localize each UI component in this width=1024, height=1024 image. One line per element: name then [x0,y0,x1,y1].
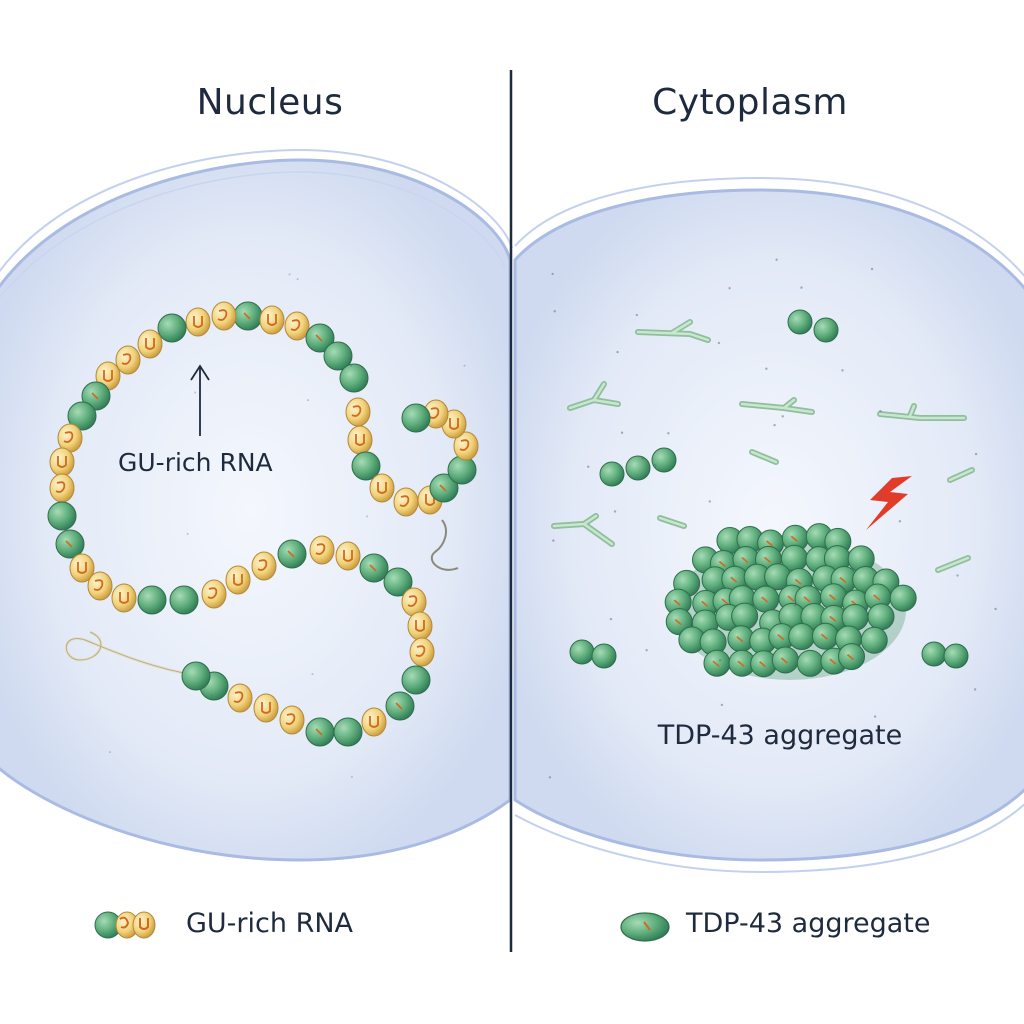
rna-bead [169,585,199,615]
rna-bead [185,307,211,337]
rna-bead [407,611,433,641]
rna-bead [277,539,307,569]
legend-tdp43-label: TDP-43 aggregate [686,908,931,939]
rna-bead [279,705,305,735]
rna-bead [49,447,75,477]
aggregate-bead [796,649,824,677]
rna-bead [81,381,111,411]
rna-bead [401,665,431,695]
rna-bead [253,693,279,723]
protein-bead [921,641,947,667]
cytoplasm-cell-lower-edge [514,803,1024,874]
rna-bead [115,345,141,375]
rna-strand [47,301,479,747]
rna-bead [323,341,353,371]
protein-bead [599,461,625,487]
rna-bead [401,403,431,433]
rna-bead [201,579,227,609]
protein-bead [813,317,839,343]
rna-bead [361,707,387,737]
rna-bead [87,571,113,601]
rna-bead [137,585,167,615]
gu-rna-bead-icon [94,911,156,939]
aggregate-bead [811,622,839,650]
protein-bead [651,447,677,473]
rna-bead [305,717,335,747]
rna-bead [409,637,435,667]
rna-bead [345,397,371,427]
rna-bead [333,717,363,747]
rna-bead [137,329,163,359]
background-speckles [109,258,997,779]
aggregate-bead [838,643,866,671]
rna-bead [47,501,77,531]
rna-bead [429,473,459,503]
rna-bead [347,425,373,455]
rna-bead [339,363,369,393]
legend-gu-rna-label: GU-rich RNA [186,908,353,939]
aggregate-bead [731,602,759,630]
rna-bead [369,473,395,503]
cytoplasm-title: Cytoplasm [652,82,848,123]
gu-rna-pointer-arrow [190,364,210,436]
protein-bead [569,639,595,665]
rna-bead [351,451,381,481]
rna-bead [181,661,211,691]
rna-bead [359,553,389,583]
rna-bead [227,683,253,713]
rna-bead [57,423,83,453]
protein-bead [625,455,651,481]
rna-bead [309,535,335,565]
rna-tail-loop-outline [65,631,196,676]
rna-bead [401,587,427,617]
tdp43-aggregate-icon [620,912,670,942]
rna-bead [393,487,419,517]
cytoplasm-cell [513,176,1024,874]
protein-bead [591,643,617,669]
rna-bead [233,301,263,331]
aggregate-bead [860,626,888,654]
aggregate-bead [867,603,895,631]
cytoplasm-cell-body [513,188,1024,862]
rna-bead [383,567,413,597]
rna-bead [385,691,415,721]
rna-bead [55,529,85,559]
rna-small-tail [430,519,459,571]
rna-bead [49,473,75,503]
rna-bead [69,553,95,583]
lightning-icon [866,476,912,530]
nucleus-cell-inner-edge [0,171,506,299]
aggregate-bead [788,623,816,651]
rna-bead [157,313,187,343]
protein-bead [943,643,969,669]
protein-bead [787,309,813,335]
rna-bead [111,583,137,613]
aggregate-bead [752,585,780,613]
aggregate-bead [703,649,731,677]
tdp43-aggregate-label: TDP-43 aggregate [657,720,903,751]
rna-bead [259,305,285,335]
nucleus-title: Nucleus [196,82,344,123]
rna-bead [251,551,277,581]
rna-bead [284,311,310,341]
rna-bead [447,455,477,485]
rna-bead [211,301,237,331]
tdp43-aggregate-cluster [664,523,917,680]
protein-fragments [551,309,975,669]
rna-bead [67,401,97,431]
cytoplasm-cell-outer-edge [514,176,1024,278]
gu-rna-label: GU-rich RNA [118,448,273,477]
aggregate-bead [889,584,917,612]
nucleus-cell-outer-edge [0,148,513,273]
rna-bead [305,323,335,353]
rna-bead [453,431,479,461]
rna-bead [335,541,361,571]
aggregate-bead [771,646,799,674]
rna-bead [225,565,251,595]
